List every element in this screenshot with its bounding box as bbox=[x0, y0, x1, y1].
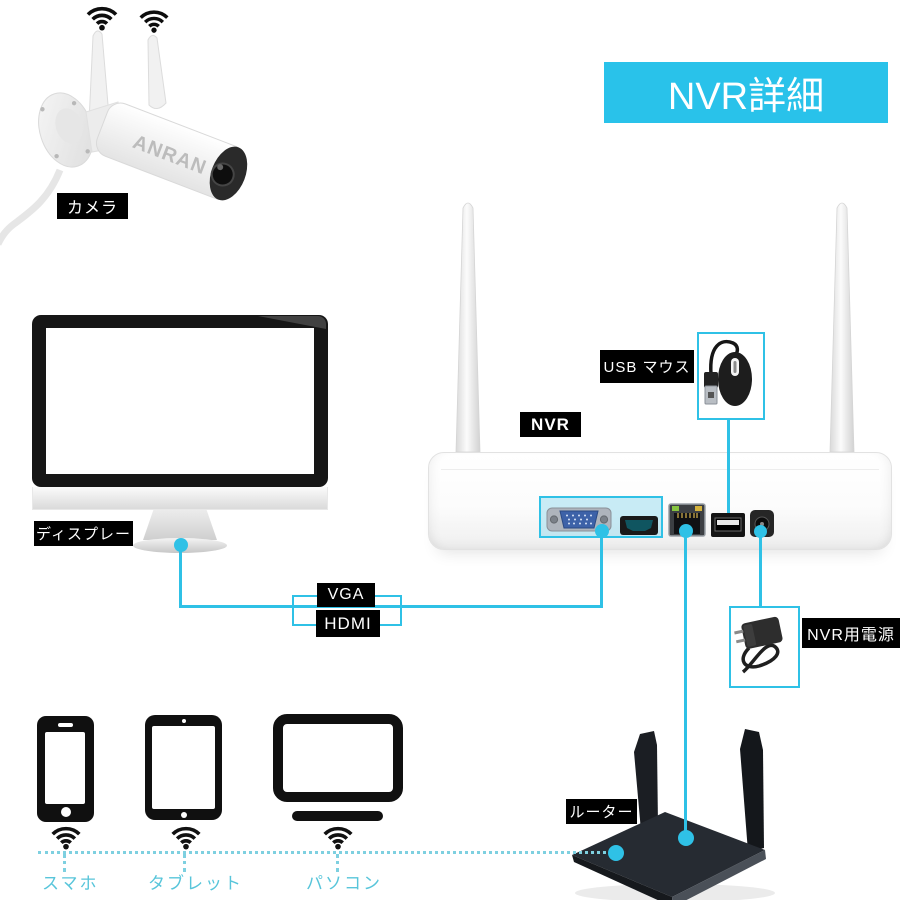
network-dotted-line bbox=[38, 851, 618, 854]
tablet-icon bbox=[145, 715, 222, 820]
wifi-icon bbox=[51, 826, 81, 850]
router-antenna-right bbox=[740, 729, 764, 852]
display-chin bbox=[32, 487, 328, 510]
tablet-screen bbox=[152, 726, 215, 809]
wifi-icon bbox=[171, 826, 201, 850]
wifi-icon bbox=[323, 826, 353, 850]
smartphone-speaker bbox=[58, 723, 73, 727]
pc-monitor-icon bbox=[273, 714, 403, 802]
nvr-label: NVR bbox=[520, 412, 581, 437]
power-connector-line bbox=[759, 531, 762, 608]
display-stand-neck bbox=[143, 510, 217, 540]
smartphone-home-button bbox=[61, 807, 71, 817]
nvr-antenna-left bbox=[455, 202, 481, 453]
camera-cable bbox=[0, 168, 64, 246]
vga-connector-line-vertical bbox=[600, 531, 603, 607]
router-wifi-dot bbox=[608, 845, 624, 861]
camera-lens bbox=[210, 162, 235, 187]
smartphone-label: スマホ bbox=[42, 874, 99, 893]
nvr-detail-banner: NVR詳細 bbox=[604, 62, 888, 123]
usb-mouse-illustration bbox=[704, 339, 752, 406]
router-top-surface bbox=[572, 812, 765, 897]
smartphone-screen bbox=[45, 732, 85, 804]
wifi-icon bbox=[139, 10, 169, 33]
router-antenna-left bbox=[634, 731, 658, 831]
smartphone-dotted-drop bbox=[63, 854, 66, 872]
pc-dotted-drop bbox=[336, 854, 339, 872]
pc-monitor-base bbox=[292, 811, 383, 821]
usb-port bbox=[711, 513, 745, 537]
display-to-vga-line-horizontal bbox=[179, 605, 603, 608]
tablet-home-button bbox=[181, 812, 187, 818]
security-camera-illustration: ANRAN bbox=[0, 30, 248, 246]
pc-label: パソコン bbox=[306, 874, 382, 893]
vga-port bbox=[546, 507, 612, 532]
vga-label: VGA bbox=[317, 583, 375, 607]
nvr-body bbox=[428, 452, 892, 550]
mouse-to-usb-line bbox=[727, 414, 730, 524]
camera-mount-plate bbox=[38, 92, 94, 168]
power-connection-dot bbox=[754, 525, 767, 538]
usb-mouse-label: USB マウス bbox=[600, 350, 694, 383]
tablet-label: タブレット bbox=[148, 874, 243, 893]
hdmi-label: HDMI bbox=[316, 610, 380, 637]
nvr-antenna-right bbox=[829, 202, 855, 453]
ethernet-connection-dot bbox=[679, 524, 693, 538]
tablet-camera-dot bbox=[182, 719, 186, 723]
camera-body: ANRAN bbox=[95, 102, 248, 201]
nvr-lid-seam bbox=[441, 469, 879, 470]
display-connection-dot bbox=[174, 538, 188, 552]
router-connection-dot bbox=[678, 830, 694, 846]
vga-connection-dot bbox=[595, 524, 609, 538]
camera-label: カメラ bbox=[57, 193, 128, 219]
display-screen bbox=[46, 328, 314, 474]
hdmi-port bbox=[620, 516, 658, 535]
display-connector-line-vertical bbox=[179, 545, 182, 607]
smartphone-icon bbox=[37, 716, 94, 822]
router-illustration bbox=[572, 729, 775, 900]
power-adapter-illustration bbox=[734, 616, 783, 674]
tablet-dotted-drop bbox=[183, 854, 186, 872]
camera-antenna-right bbox=[147, 34, 167, 109]
ethernet-to-router-line bbox=[684, 531, 687, 839]
router-label: ルーター bbox=[566, 799, 637, 824]
nvr-power-label: NVR用電源 bbox=[802, 618, 900, 648]
display-label: ディスプレー bbox=[34, 521, 133, 546]
wifi-icon bbox=[86, 6, 118, 31]
